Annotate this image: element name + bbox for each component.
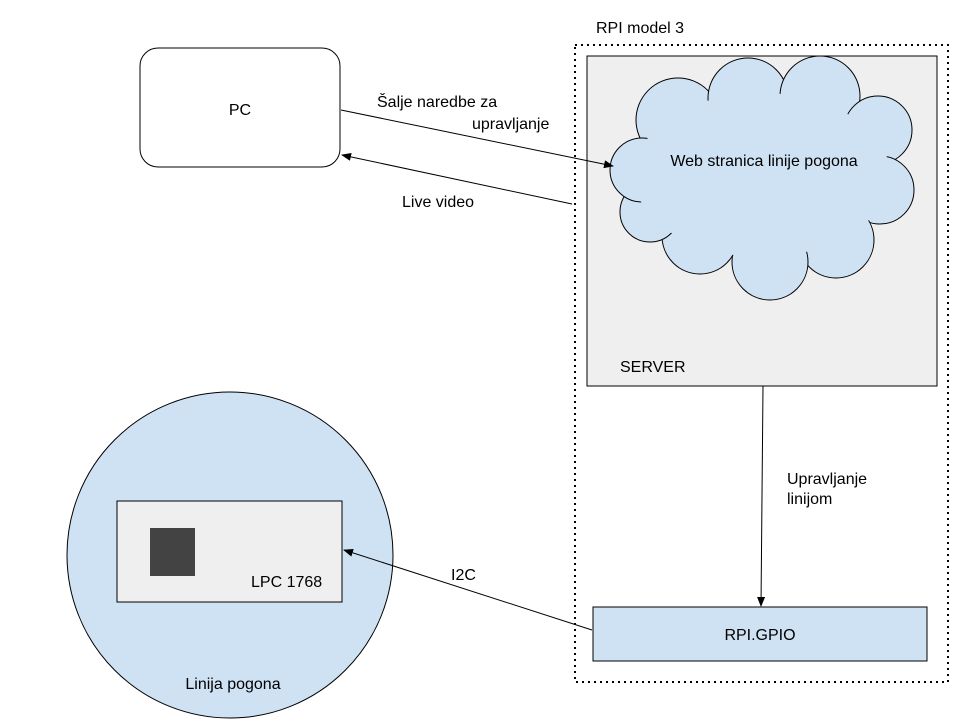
edge-commands: Šalje naredbe za upravljanje — [340, 92, 614, 169]
video-label: Live video — [402, 194, 474, 211]
drive-line-label: Linija pogona — [185, 676, 280, 693]
i2c-arrow — [343, 548, 593, 631]
server-label: SERVER — [620, 359, 686, 376]
gpio-label: RPI.GPIO — [724, 627, 795, 644]
drive-line-node: Linija pogona LPC 1768 — [66, 391, 394, 719]
lpc-label: LPC 1768 — [251, 574, 322, 591]
i2c-label: I2C — [451, 567, 476, 584]
gpio-node: RPI.GPIO — [592, 606, 928, 662]
pc-box — [139, 47, 341, 168]
control-label-line2: linijom — [787, 491, 832, 508]
rpi-border — [574, 44, 949, 683]
commands-label-line1: Šalje naredbe za — [377, 92, 497, 111]
chip-icon — [150, 528, 195, 576]
pc-label: PC — [229, 102, 251, 119]
rpi-container: RPI model 3 — [574, 20, 949, 683]
edge-i2c: I2C — [343, 548, 593, 631]
gpio-box — [592, 606, 928, 662]
control-label-line1: Upravljanje — [787, 471, 867, 488]
webpage-label: Web stranica linije pogona — [670, 153, 857, 170]
webpage-cloud: Web stranica linije pogona — [609, 55, 915, 301]
pc-node: PC — [139, 47, 341, 168]
edge-video: Live video — [341, 152, 573, 211]
commands-arrow — [340, 109, 614, 169]
cloud-core — [634, 93, 890, 257]
control-arrow — [757, 385, 766, 607]
rpi-label: RPI model 3 — [596, 20, 684, 37]
commands-label-line2: upravljanje — [472, 116, 549, 133]
video-arrow — [341, 152, 573, 205]
edge-control: Upravljanje linijom — [757, 385, 867, 607]
